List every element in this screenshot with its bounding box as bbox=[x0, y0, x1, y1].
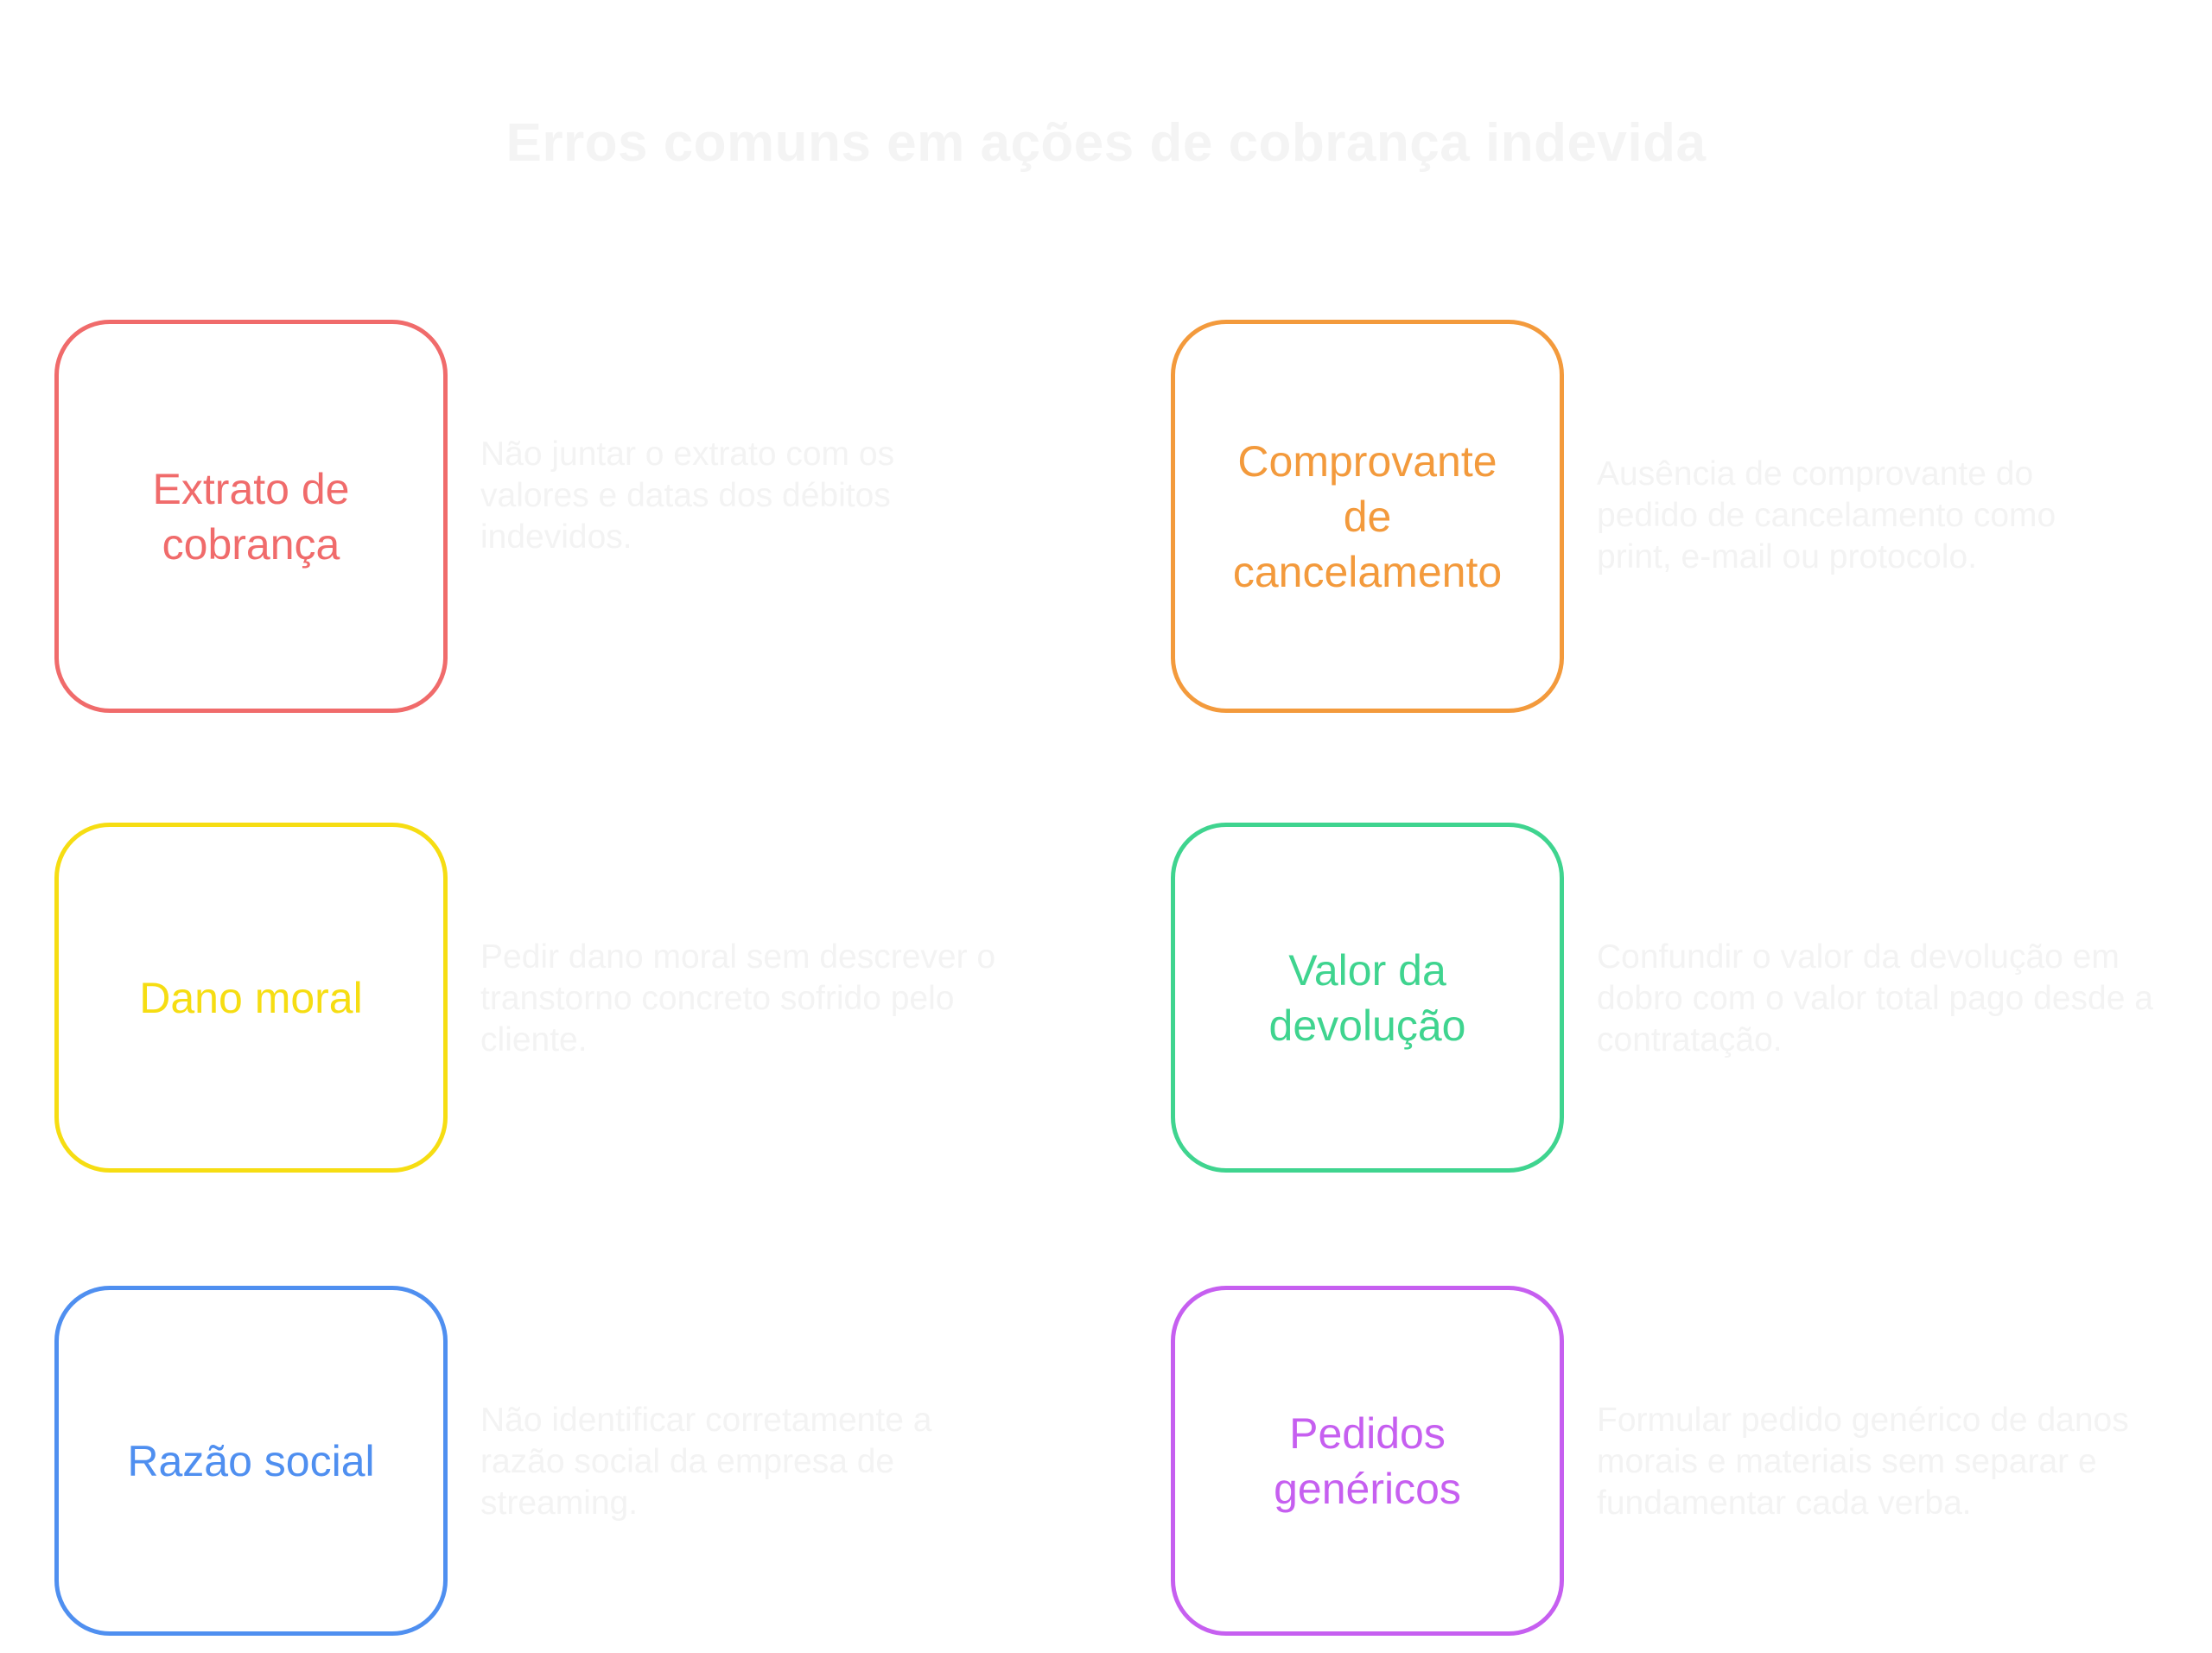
item-description: Não identificar corretamente a razão soc… bbox=[480, 1402, 932, 1522]
item-label: Valor da devolução bbox=[1268, 945, 1466, 1050]
item-description: Não juntar o extrato com os valores e da… bbox=[480, 436, 895, 556]
item-label: Comprovante de cancelamento bbox=[1232, 436, 1503, 596]
diagram-title: Erros comuns em ações de cobrança indevi… bbox=[505, 113, 1707, 173]
item-description: Pedir dano moral sem descrever o transto… bbox=[480, 938, 996, 1059]
item-card: Razão social bbox=[54, 1286, 448, 1636]
item-label: Razão social bbox=[127, 1436, 375, 1485]
item-card: Valor da devolução bbox=[1171, 823, 1564, 1173]
item-label: Dano moral bbox=[139, 973, 363, 1022]
item-description: Formular pedido genérico de danos morais… bbox=[1597, 1402, 2129, 1522]
item-card: Pedidos genéricos bbox=[1171, 1286, 1564, 1636]
item-card: Comprovante de cancelamento bbox=[1171, 320, 1564, 713]
item-label: Pedidos genéricos bbox=[1274, 1408, 1461, 1513]
item-description: Confundir o valor da devolução em dobro … bbox=[1597, 938, 2153, 1059]
item-card: Dano moral bbox=[54, 823, 448, 1173]
item-card: Extrato de cobrança bbox=[54, 320, 448, 713]
item-label: Extrato de cobrança bbox=[152, 464, 350, 569]
item-description: Ausência de comprovante do pedido de can… bbox=[1597, 455, 2056, 575]
